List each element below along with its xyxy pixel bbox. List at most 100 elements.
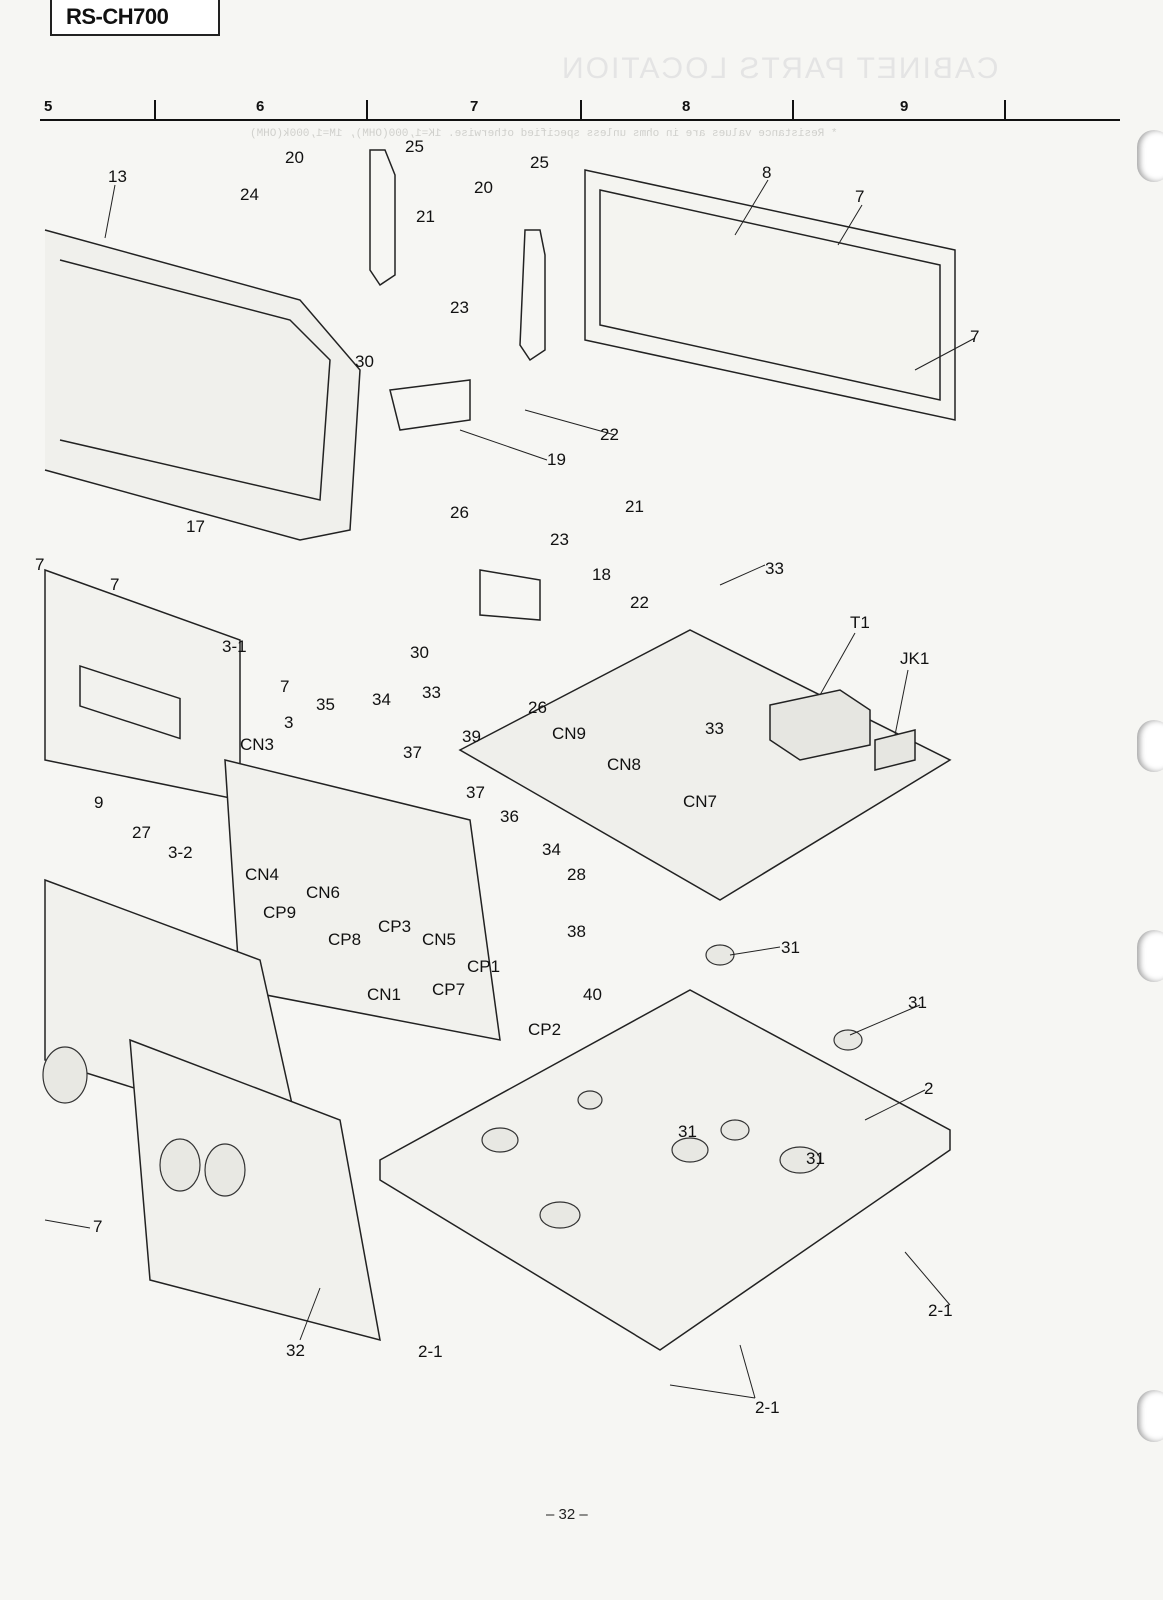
main-pcb-board (458, 629, 952, 901)
callout-23: 23 (550, 530, 569, 549)
callout-21: 21 (625, 497, 644, 516)
callout-CN4: CN4 (245, 865, 279, 884)
model-label-box: RS-CH700 (50, 0, 220, 36)
callout-23: 23 (450, 298, 469, 317)
callout-30: 30 (410, 643, 429, 662)
gear-left (42, 1046, 88, 1104)
callout-2-1: 2-1 (928, 1301, 953, 1320)
callout-7: 7 (35, 555, 44, 574)
chassis-hole-2 (539, 1201, 581, 1229)
binder-hole (1137, 130, 1163, 182)
chassis-hole-4 (779, 1146, 821, 1174)
ruler-col-8: 8 (682, 98, 691, 115)
rear-panel-inner (599, 189, 941, 401)
callout-7: 7 (970, 327, 979, 346)
leader-8 (734, 179, 769, 236)
chassis-hole-1 (481, 1127, 519, 1153)
leader-13 (104, 184, 116, 239)
leader-7a (837, 204, 863, 246)
callout-CN6: CN6 (306, 883, 340, 902)
lower-pcb (129, 1038, 381, 1342)
callout-22: 22 (630, 593, 649, 612)
callout-17: 17 (186, 517, 205, 536)
callout-CN7: CN7 (683, 792, 717, 811)
transformer-t1 (769, 689, 871, 761)
bottom-chassis-2 (379, 989, 951, 1351)
ruler-tick (154, 100, 156, 120)
rear-panel-8 (584, 169, 956, 421)
callout-31: 31 (678, 1122, 697, 1141)
ruler-tick (1004, 100, 1006, 120)
leader-33a (719, 564, 766, 586)
callout-CN3: CN3 (240, 735, 274, 754)
callout-CP8: CP8 (328, 930, 361, 949)
callout-CN1: CN1 (367, 985, 401, 1004)
center-pcb-board (224, 759, 501, 1041)
callout-CP9: CP9 (263, 903, 296, 922)
foot-31-b (833, 1029, 863, 1051)
callout-CN8: CN8 (607, 755, 641, 774)
callout-T1: T1 (850, 613, 870, 632)
ruler-col-7: 7 (470, 98, 479, 115)
leader-19 (459, 429, 548, 461)
callout-25: 25 (405, 137, 424, 156)
callout-18: 18 (592, 565, 611, 584)
callout-37: 37 (466, 783, 485, 802)
foot-31-a (705, 944, 735, 966)
solenoid-holder-18 (479, 569, 541, 621)
callout-CN5: CN5 (422, 930, 456, 949)
callout-7: 7 (110, 575, 119, 594)
gear-right (159, 1138, 201, 1192)
callout-32: 32 (286, 1341, 305, 1360)
ruler-col-9: 9 (900, 98, 909, 115)
callout-37: 37 (403, 743, 422, 762)
leader-31b (849, 1004, 921, 1036)
leader-JK1 (894, 669, 909, 736)
ruler-tick (366, 100, 368, 120)
ruler-col-5: 5 (44, 98, 53, 115)
callout-26: 26 (528, 698, 547, 717)
callout-20: 20 (285, 148, 304, 167)
callout-36: 36 (500, 807, 519, 826)
chassis-hole-3 (671, 1137, 709, 1163)
callout-CN9: CN9 (552, 724, 586, 743)
callout-34: 34 (372, 690, 391, 709)
callout-2-1: 2-1 (418, 1342, 443, 1361)
leader-32 (299, 1287, 321, 1341)
ruler-col-6: 6 (256, 98, 265, 115)
leader-21b (669, 1384, 756, 1399)
callout-34: 34 (542, 840, 561, 859)
callout-3-2: 3-2 (168, 843, 193, 862)
callout-33: 33 (705, 719, 724, 738)
callout-7: 7 (855, 187, 864, 206)
mechanism-plate-3 (44, 568, 241, 801)
callout-CP2: CP2 (528, 1020, 561, 1039)
mechanism-bracket-25b (519, 229, 546, 362)
front-panel-frame-13 (44, 229, 361, 541)
grid-ruler: 5 6 7 8 9 (40, 98, 1120, 121)
callout-33: 33 (422, 683, 441, 702)
leader-31a (729, 946, 781, 956)
page-number: – 32 – (546, 1506, 588, 1523)
callout-31: 31 (781, 938, 800, 957)
callout-26: 26 (450, 503, 469, 522)
callout-3: 3 (284, 713, 293, 732)
callout-13: 13 (108, 167, 127, 186)
callout-38: 38 (567, 922, 586, 941)
leader-21c (739, 1344, 756, 1399)
callout-JK1: JK1 (900, 649, 929, 668)
leader-T1 (819, 632, 856, 696)
ruler-tick (792, 100, 794, 120)
binder-hole (1137, 1390, 1163, 1442)
callout-24: 24 (240, 185, 259, 204)
callout-27: 27 (132, 823, 151, 842)
callout-21: 21 (416, 207, 435, 226)
callout-30: 30 (355, 352, 374, 371)
callout-31: 31 (806, 1149, 825, 1168)
solenoid-holder-19 (389, 379, 471, 431)
leader-2 (864, 1089, 926, 1121)
callout-7: 7 (93, 1217, 102, 1236)
callout-31: 31 (908, 993, 927, 1012)
callout-39: 39 (462, 727, 481, 746)
